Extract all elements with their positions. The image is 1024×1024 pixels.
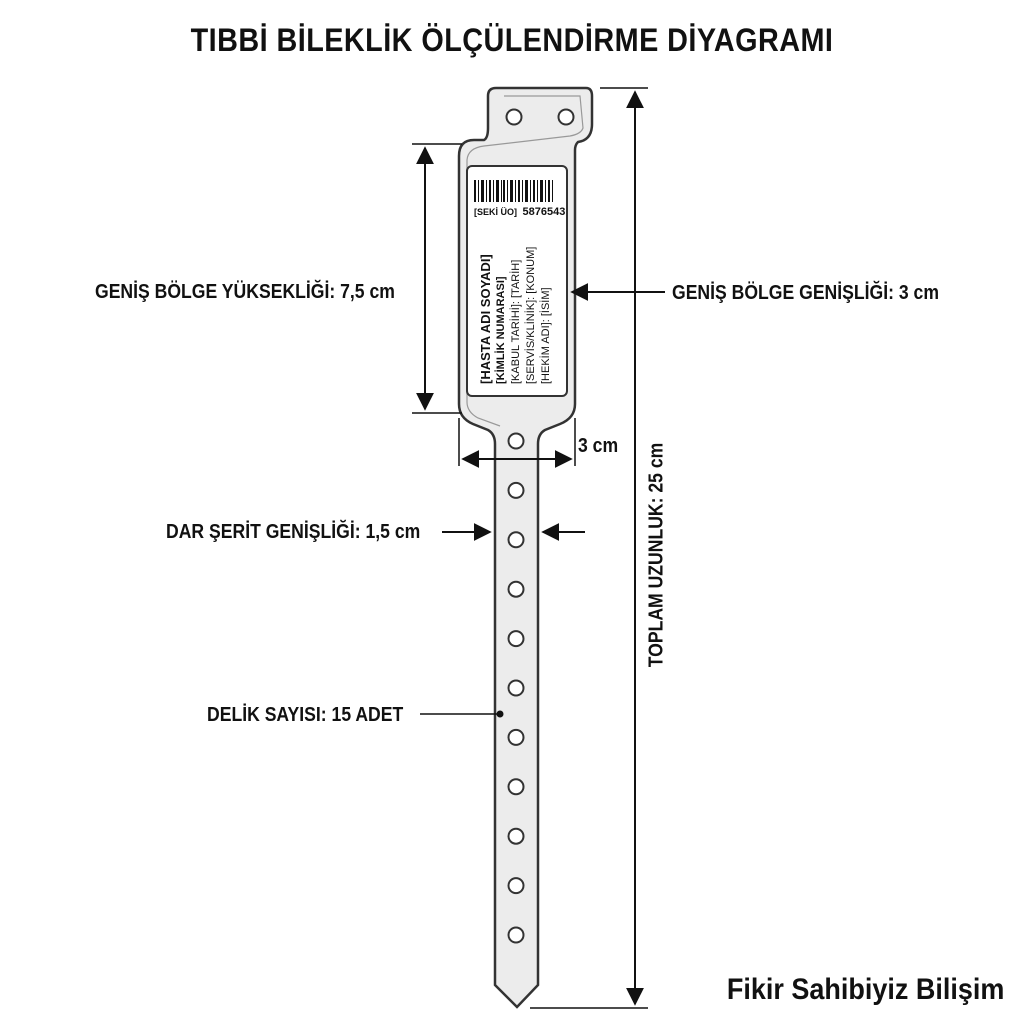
- narrow-width-label: DAR ŞERİT GENİŞLİĞİ: 1,5 cm: [166, 521, 421, 543]
- strap-hole: [507, 827, 525, 845]
- strap-hole: [507, 432, 525, 450]
- wide-width-label: GENİŞ BÖLGE GENİŞLİĞİ: 3 cm: [672, 282, 939, 304]
- card-line-id: [KİMLİK NUMARASI]: [494, 276, 507, 384]
- strap-hole: [507, 877, 525, 895]
- diagram-title: TIBBİ BİLEKLİK ÖLÇÜLENDİRME DİYAGRAMI: [190, 22, 834, 58]
- wide-height-label: GENİŞ BÖLGE YÜKSEKLİĞİ: 7,5 cm: [95, 281, 395, 303]
- strap-hole: [507, 630, 525, 648]
- id-number: 5876543: [523, 206, 566, 218]
- card-line-service: [SERVİS/KLİNİK]: [KONUM]: [524, 247, 537, 384]
- top-hole: [505, 108, 523, 126]
- strap-hole: [507, 580, 525, 598]
- hole-count-label: DELİK SAYISI: 15 ADET: [207, 704, 404, 726]
- strap-holes: [507, 432, 525, 944]
- strap-hole: [507, 926, 525, 944]
- barcode-icon: [474, 180, 553, 202]
- footer-brand: Fikir Sahibiyiz Bilişim: [726, 973, 1004, 1006]
- strap-hole: [507, 728, 525, 746]
- strap-hole: [507, 679, 525, 697]
- total-length-label: TOPLAM UZUNLUK: 25 cm: [645, 442, 668, 668]
- top-hole: [557, 108, 575, 126]
- label-card: [466, 165, 568, 397]
- strap-hole: [507, 481, 525, 499]
- card-line-name: [HASTA ADI SOYADI]: [478, 254, 493, 384]
- wristband-rim: [466, 95, 584, 427]
- wide-width-short-label: 3 cm: [578, 435, 619, 457]
- strap-hole: [507, 778, 525, 796]
- card-line-doctor: [HEKİM ADI]: [İSİM]: [539, 287, 552, 384]
- svg-text:[SEKİ ÜO] 5876543: [SEKİ ÜO] 5876543: [474, 206, 565, 218]
- card-line-admission: [KABUL TARİHİ]: [TARİH]: [509, 260, 522, 384]
- id-prefix: [SEKİ ÜO]: [474, 207, 517, 217]
- strap-hole: [507, 531, 525, 549]
